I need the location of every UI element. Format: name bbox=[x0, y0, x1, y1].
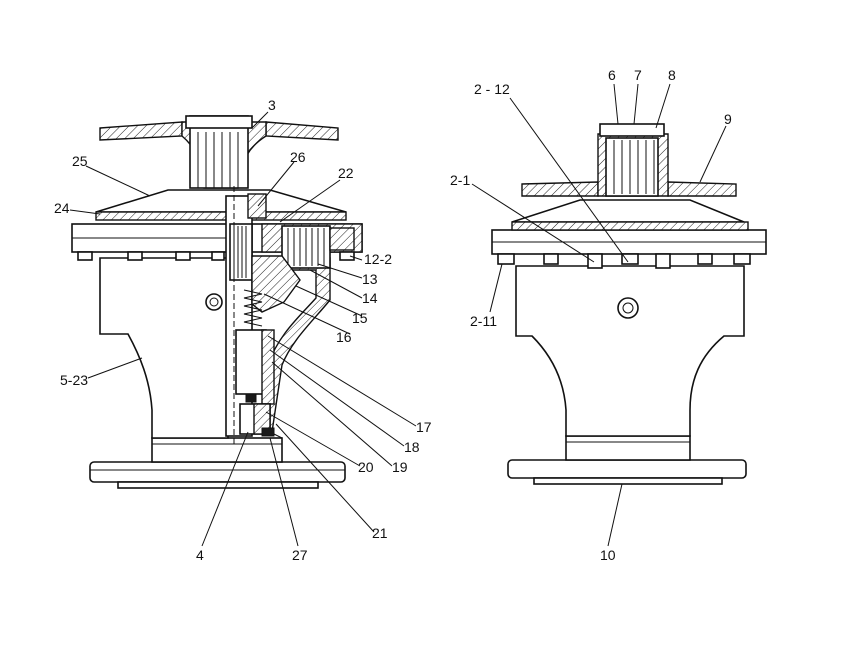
left-housing-body bbox=[99, 257, 229, 439]
callout-8: 8 bbox=[668, 67, 676, 83]
right-flange-bolts bbox=[497, 253, 751, 269]
callout-2-12: 2 - 12 bbox=[474, 81, 510, 97]
callout-12-2: 12-2 bbox=[364, 251, 392, 267]
right-housing-body bbox=[515, 265, 745, 437]
callout-21: 21 bbox=[372, 525, 388, 541]
callout-7: 7 bbox=[634, 67, 642, 83]
left-sectional-view bbox=[71, 115, 363, 489]
callout-19: 19 bbox=[392, 459, 408, 475]
callout-24: 24 bbox=[54, 200, 70, 216]
callout-5-23: 5-23 bbox=[60, 372, 88, 388]
left-housing-hole bbox=[205, 293, 223, 311]
left-base-flange bbox=[89, 461, 346, 483]
left-hub-cap bbox=[185, 115, 253, 129]
right-hub-splines bbox=[605, 137, 659, 197]
callout-15: 15 bbox=[352, 310, 368, 326]
right-base-flange bbox=[507, 459, 747, 479]
left-pinion-teeth bbox=[287, 228, 325, 266]
left-leader-lines bbox=[69, 111, 417, 547]
right-cover-disc bbox=[511, 199, 745, 223]
callout-9: 9 bbox=[724, 111, 732, 127]
right-base-lip bbox=[533, 477, 723, 485]
callout-6: 6 bbox=[608, 67, 616, 83]
left-base-lip bbox=[117, 481, 319, 489]
right-leader-lines bbox=[471, 83, 727, 547]
left-shaft-gear bbox=[229, 223, 253, 281]
right-hub-spline-lines bbox=[613, 140, 655, 194]
right-hub-flange-left bbox=[521, 181, 599, 197]
callout-13: 13 bbox=[362, 271, 378, 287]
left-lower-ring bbox=[261, 427, 275, 437]
left-hub-spline-lines bbox=[197, 132, 239, 188]
callout-27: 27 bbox=[292, 547, 308, 563]
left-spring bbox=[243, 289, 263, 327]
left-sleeve bbox=[261, 329, 275, 405]
left-seal-ring bbox=[245, 393, 257, 403]
right-exterior-view bbox=[491, 123, 767, 485]
callout-20: 20 bbox=[358, 459, 374, 475]
left-top-hub-flange-right bbox=[265, 121, 339, 141]
callout-16: 16 bbox=[336, 329, 352, 345]
left-top-hub-flange bbox=[99, 121, 183, 141]
left-top-screw bbox=[247, 193, 267, 219]
callout-25: 25 bbox=[72, 153, 88, 169]
right-hub-flange-right bbox=[667, 181, 737, 197]
callout-17: 17 bbox=[416, 419, 432, 435]
callout-3: 3 bbox=[268, 97, 276, 113]
left-flange-bolts bbox=[77, 251, 355, 261]
callout-2-11: 2-11 bbox=[470, 313, 497, 329]
left-pinion-cap bbox=[329, 227, 355, 251]
callout-4: 4 bbox=[196, 547, 204, 563]
callout-14: 14 bbox=[362, 290, 378, 306]
callout-22: 22 bbox=[338, 165, 354, 181]
left-plunger bbox=[235, 329, 267, 395]
callout-18: 18 bbox=[404, 439, 420, 455]
left-base-collar bbox=[151, 437, 283, 463]
left-seal-layer bbox=[95, 211, 347, 221]
right-base-collar bbox=[565, 435, 691, 461]
left-cover-disc bbox=[95, 189, 347, 213]
callout-labels: 3 25 26 22 24 12-2 13 14 15 16 5-23 17 1… bbox=[54, 67, 732, 563]
callout-26: 26 bbox=[290, 149, 306, 165]
right-hub-cap bbox=[599, 123, 665, 137]
callout-10: 10 bbox=[600, 547, 616, 563]
callout-2-1: 2-1 bbox=[450, 172, 470, 188]
right-housing-hole bbox=[617, 297, 639, 319]
right-seal-layer bbox=[511, 221, 749, 231]
